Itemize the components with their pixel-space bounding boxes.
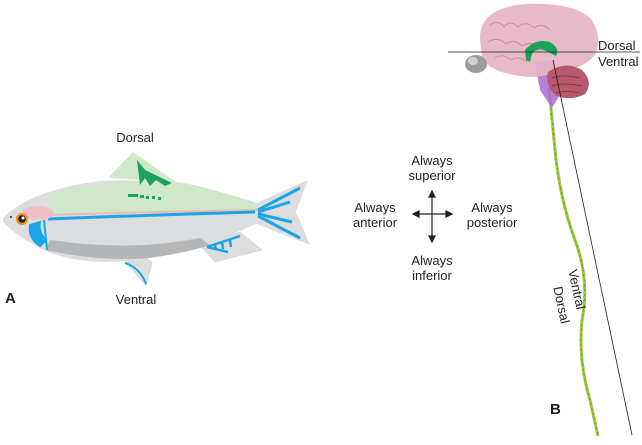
fish-nerve-blue: [47, 210, 256, 221]
fish-nostril: [10, 216, 12, 218]
cerebrum: [480, 3, 599, 77]
fish-gill-blue: [28, 219, 48, 251]
fish-spinal-pink: [44, 209, 259, 216]
cord-axis-line: [552, 59, 633, 436]
fish-anal-blue: [206, 234, 241, 254]
spinal-cord: [547, 87, 600, 437]
compass-line: inferior: [412, 268, 452, 283]
compass-line: superior: [408, 168, 456, 183]
arrow-down-icon: [428, 235, 436, 244]
fish-dorsal-label: Dorsal: [116, 130, 154, 145]
arrow-up-icon: [428, 189, 436, 198]
brain-ventral-label: Ventral: [598, 54, 639, 69]
fish-tail-blue: [257, 186, 301, 240]
panel-a-label: A: [5, 290, 16, 307]
fish-muscle-green: [137, 160, 172, 186]
human-cns-illustration: [448, 3, 640, 437]
limbic-structure: [525, 41, 558, 62]
fish-green-dots: [128, 194, 161, 200]
fish-tail: [252, 180, 310, 245]
cerebellum: [547, 65, 589, 99]
fish-ventral-label: Ventral: [115, 292, 157, 307]
compass-line: Always: [411, 253, 453, 268]
arrow-left-icon: [411, 210, 420, 218]
compass-line: Always: [471, 200, 513, 215]
fish-brain: [22, 206, 54, 220]
compass-line: posterior: [466, 215, 518, 230]
compass-line: Always: [354, 200, 396, 215]
compass-line: Always: [411, 153, 453, 168]
compass-line: anterior: [352, 215, 398, 230]
fish-belly: [46, 238, 210, 259]
brain-dorsal-label: Dorsal: [598, 38, 636, 53]
fish-pelvic-blue: [124, 262, 147, 285]
arrow-right-icon: [445, 210, 454, 218]
fish-illustration: [3, 152, 310, 287]
panel-b-label: B: [550, 401, 561, 418]
direction-compass: [411, 189, 454, 244]
